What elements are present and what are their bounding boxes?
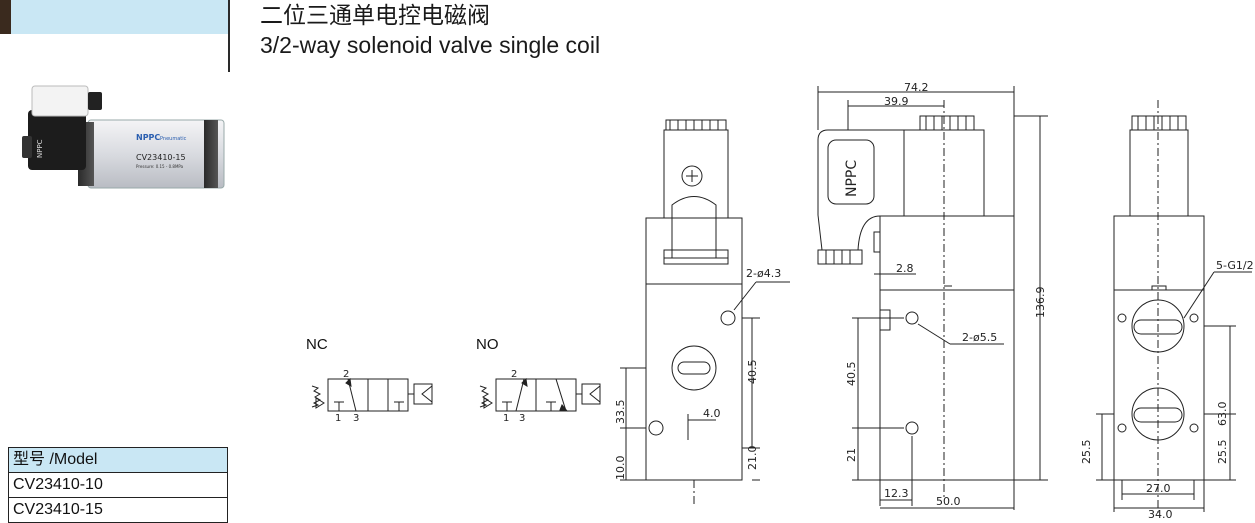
rear-dim-25-5-left: 25.5 bbox=[1080, 440, 1093, 465]
nc-port-2: 2 bbox=[343, 369, 349, 380]
photo-pressure: Pressure: 0.15 - 0.8MPa bbox=[136, 164, 184, 169]
photo-model: CV23410-15 bbox=[136, 153, 186, 162]
rear-port-callout: 5-G1/2 bbox=[1216, 259, 1254, 272]
side-dim-40-5: 40.5 bbox=[845, 362, 858, 387]
nc-valve-symbol bbox=[311, 377, 433, 412]
side-dim-2-8: 2.8 bbox=[896, 262, 914, 275]
header-divider bbox=[228, 0, 230, 72]
no-port-2: 2 bbox=[511, 369, 517, 380]
rear-dim-27-0: 27.0 bbox=[1146, 482, 1171, 495]
rear-view bbox=[1096, 100, 1252, 515]
side-dim-39-9: 39.9 bbox=[884, 95, 909, 108]
side-view: NPPC bbox=[817, 86, 1048, 510]
rear-dim-25-5-right: 25.5 bbox=[1216, 440, 1229, 465]
front-dim-33-5: 33.5 bbox=[614, 400, 627, 425]
photo-brand-sub: Pneumatic bbox=[160, 136, 187, 142]
page-title-cn: 二位三通单电控电磁阀 bbox=[260, 3, 490, 29]
no-valve-symbol bbox=[479, 377, 601, 412]
front-dim-10-0: 10.0 bbox=[614, 456, 627, 481]
front-view bbox=[620, 119, 790, 505]
product-photo: NPPC NPPC Pneumatic CV23410-15 Pressure:… bbox=[22, 85, 225, 189]
side-hole-callout: 2-ø5.5 bbox=[962, 331, 997, 344]
model-table-header: 型号 /Model bbox=[8, 447, 228, 473]
photo-coil-brand: NPPC bbox=[36, 139, 44, 158]
side-dim-50-0: 50.0 bbox=[936, 495, 961, 508]
no-label: NO bbox=[476, 336, 499, 353]
side-dim-136-9: 136.9 bbox=[1034, 287, 1047, 319]
front-hole-callout: 2-ø4.3 bbox=[746, 267, 781, 280]
header-tab-accent bbox=[0, 0, 11, 34]
side-dim-74-2: 74.2 bbox=[904, 81, 929, 94]
rear-dim-34-0: 34.0 bbox=[1148, 508, 1173, 521]
front-dim-4-0: 4.0 bbox=[703, 407, 721, 420]
nc-port-1: 1 bbox=[335, 413, 341, 424]
model-row: CV23410-15 bbox=[8, 497, 228, 523]
header-tab-bar bbox=[0, 0, 228, 34]
model-row: CV23410-10 bbox=[8, 472, 228, 498]
page-title-en: 3/2-way solenoid valve single coil bbox=[260, 32, 601, 58]
no-port-1: 1 bbox=[503, 413, 509, 424]
photo-brand: NPPC bbox=[136, 133, 160, 142]
rear-dim-63-0: 63.0 bbox=[1216, 402, 1229, 427]
nc-port-3: 3 bbox=[353, 413, 359, 424]
front-dim-21-0: 21.0 bbox=[746, 446, 759, 471]
side-coil-brand: NPPC bbox=[844, 160, 860, 197]
nc-label: NC bbox=[306, 336, 328, 353]
no-port-3: 3 bbox=[519, 413, 525, 424]
model-table: 型号 /Model CV23410-10 CV23410-15 bbox=[8, 447, 228, 523]
side-dim-12-3: 12.3 bbox=[884, 487, 909, 500]
front-dim-40-5: 40.5 bbox=[746, 360, 759, 385]
side-dim-21: 21 bbox=[845, 448, 858, 462]
